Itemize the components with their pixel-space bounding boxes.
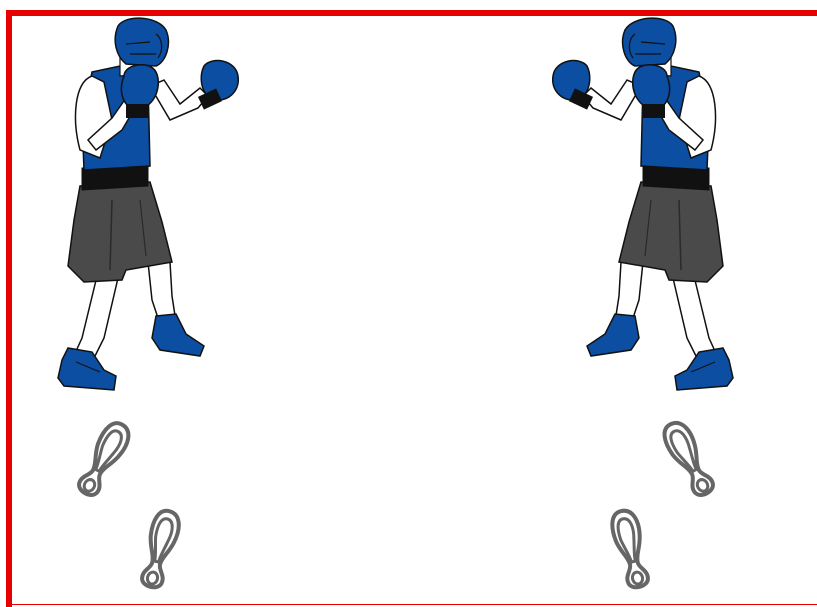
footprint-left-back-icon bbox=[74, 419, 134, 500]
boxer-right-icon bbox=[553, 18, 733, 390]
footprint-right-back-icon bbox=[659, 418, 719, 499]
footprint-left-front-icon bbox=[138, 508, 182, 590]
boxer-left-icon bbox=[58, 18, 238, 390]
footprint-right-front-icon bbox=[609, 508, 653, 590]
